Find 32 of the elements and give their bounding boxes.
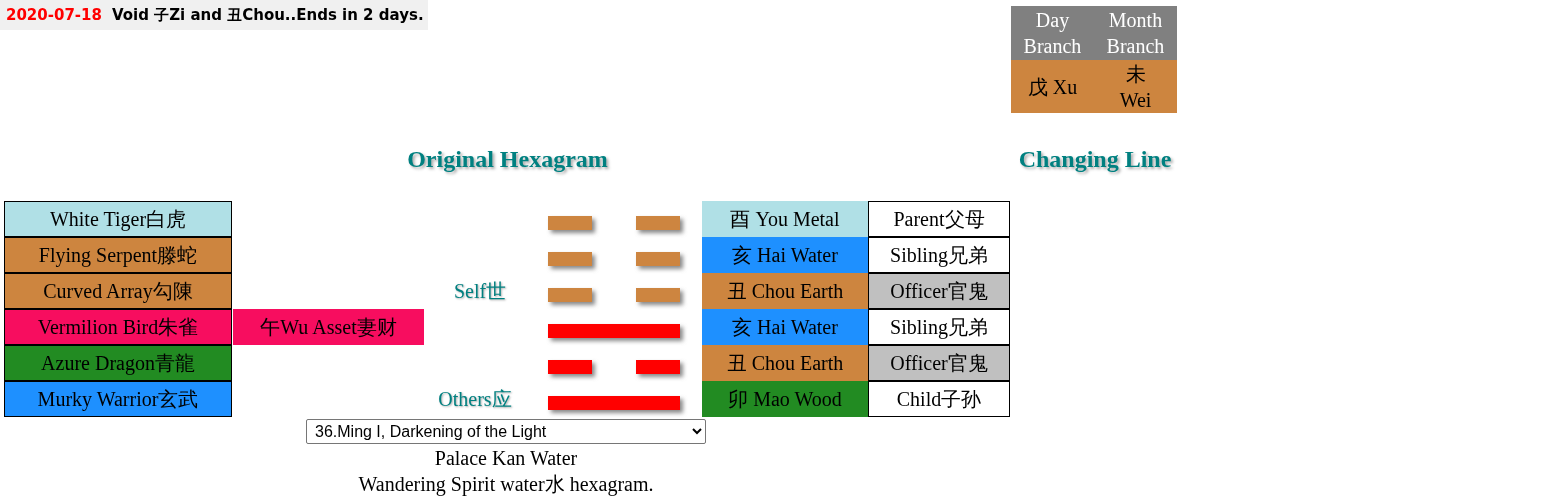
spirit-cell: Azure Dragon青龍 — [4, 345, 232, 381]
hexagram-select: 36.Ming I, Darkening of the Light — [306, 419, 706, 444]
table-cell: 未 Wei — [1094, 60, 1177, 113]
branch-cell: 亥 Hai Water — [702, 309, 868, 345]
relation-cell: Child子孙 — [868, 381, 1010, 417]
hexagram-description: Wandering Spirit water水 hexagram. — [357, 472, 655, 497]
table-cell: 戊 Xu — [1011, 60, 1094, 113]
relation-cell: Sibling兄弟 — [868, 309, 1010, 345]
branch-cell: 亥 Hai Water — [702, 237, 868, 273]
palace-text: Palace Kan Water — [433, 446, 579, 471]
relation-cell: Officer官鬼 — [868, 345, 1010, 381]
spirit-cell: White Tiger白虎 — [4, 201, 232, 237]
branch-cell: 卯 Mao Wood — [702, 381, 868, 417]
branch-cell: 丑 Chou Earth — [702, 273, 868, 309]
self-marker: Self世 — [452, 279, 508, 304]
void-notice: Void 子Zi and 丑Chou..Ends in 2 days. — [108, 0, 428, 30]
section-heading: Original Hexagram — [406, 145, 609, 174]
spirit-cell: Murky Warrior玄武 — [4, 381, 232, 417]
branch-cell: 丑 Chou Earth — [702, 345, 868, 381]
spirit-cell: Vermilion Bird朱雀 — [4, 309, 232, 345]
header-cell: Month Branch — [1094, 6, 1177, 60]
branch-cell: 酉 You Metal — [702, 201, 868, 237]
header-cell: Day Branch — [1011, 6, 1094, 60]
relation-cell: Officer官鬼 — [868, 273, 1010, 309]
others-marker: Others应 — [437, 387, 513, 412]
hidden-line-cell: 午Wu Asset妻财 — [233, 309, 424, 345]
relation-cell: Sibling兄弟 — [868, 237, 1010, 273]
spirit-cell: Curved Array勾陳 — [4, 273, 232, 309]
spirit-cell: Flying Serpent滕蛇 — [4, 237, 232, 273]
section-heading: Changing Line — [1017, 145, 1173, 174]
date-text: 2020-07-18 — [0, 0, 108, 30]
relation-cell: Parent父母 — [868, 201, 1010, 237]
